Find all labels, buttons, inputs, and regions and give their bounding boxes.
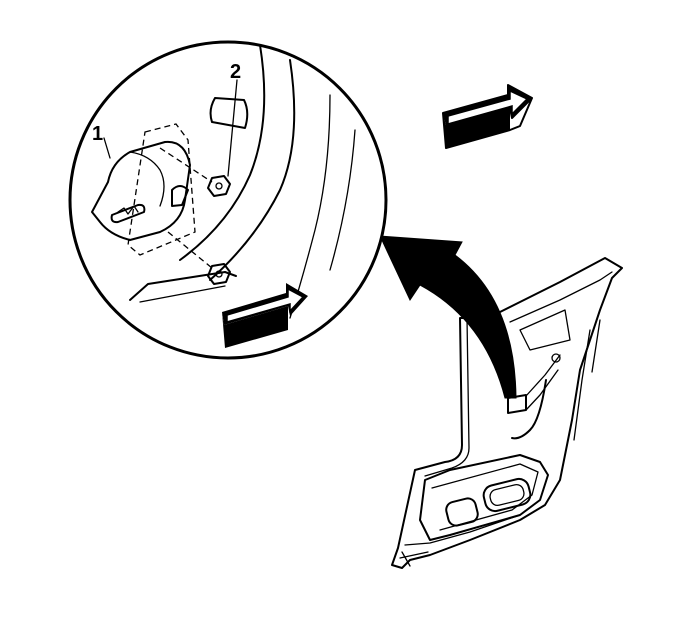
bolt-lower — [207, 263, 231, 285]
quarter-panel-illustration — [391, 257, 623, 569]
callout-2: 2 — [230, 61, 241, 83]
forward-direction-arrow — [442, 84, 533, 149]
detail-forward-arrow — [222, 283, 308, 348]
curved-pointer-arrow — [379, 235, 517, 399]
detail-circle — [68, 40, 388, 360]
bolt-upper — [207, 175, 231, 197]
callout-1: 1 — [92, 123, 103, 145]
